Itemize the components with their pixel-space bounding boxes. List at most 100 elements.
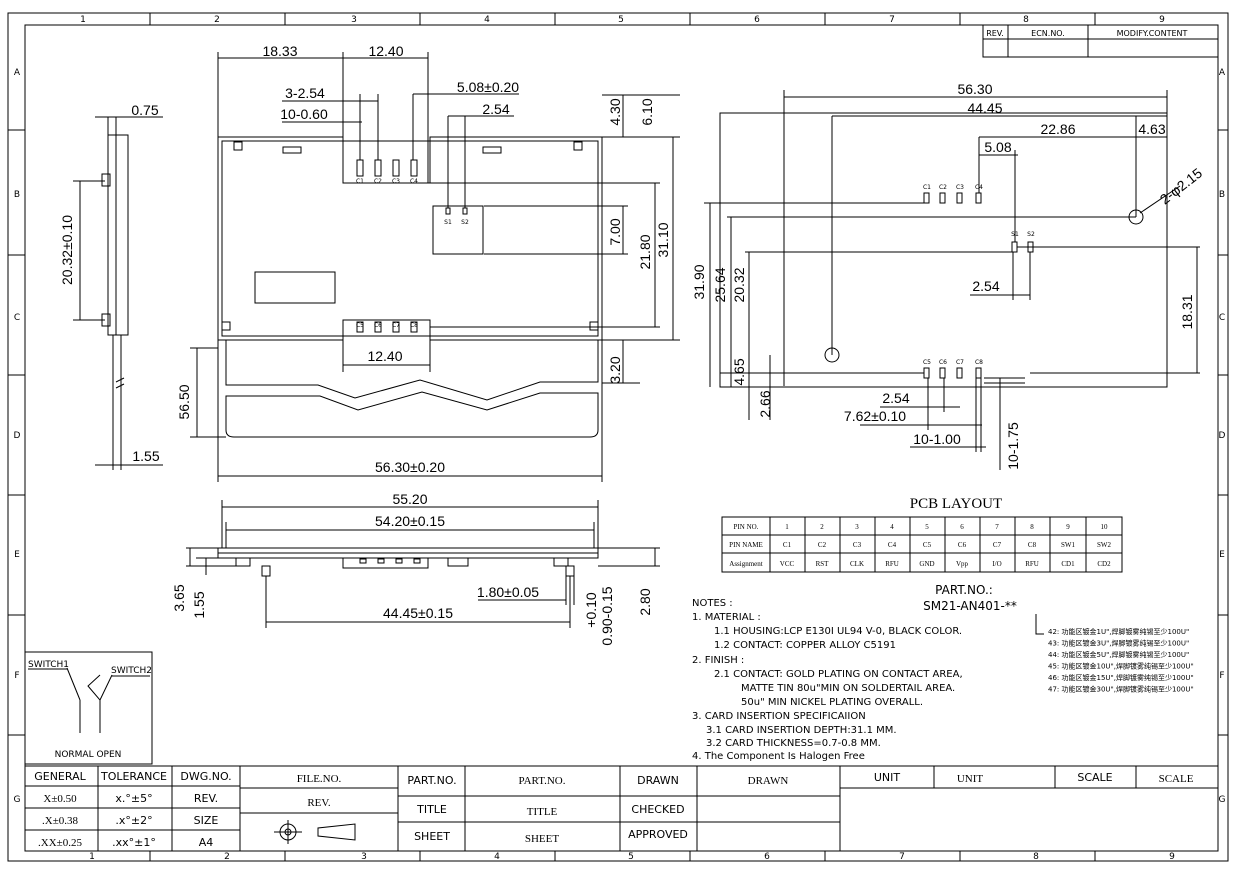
pcb-dim-4-63: 4.63: [1138, 121, 1165, 137]
zone-right-b: B: [1219, 190, 1225, 200]
pcb-dim-10-1-75: 10-1.75: [1005, 422, 1021, 470]
pad-c2: C2: [939, 184, 947, 191]
option-item: 45: 功能区镀金10U",焊脚镀雾纯锡至少100U": [1048, 662, 1194, 671]
note-1-1: 1.1 HOUSING:LCP E130I UL94 V-0, BLACK CO…: [714, 626, 962, 637]
pcb-dim-44-45: 44.45: [967, 100, 1002, 116]
pin-table-cell: C4: [888, 541, 897, 549]
note-3-2: 3.2 CARD THICKNESS=0.7-0.8 MM.: [706, 738, 881, 749]
side-view: [73, 116, 163, 470]
zone-numbers-bottom: 1 2 3 4 5 6 7 8 9: [89, 852, 1175, 862]
tb-size-value: A4: [199, 836, 214, 849]
pcb-dim-4-65: 4.65: [731, 358, 747, 385]
pcb-dim-25-64: 25.64: [712, 267, 728, 302]
pin-table-cell: C6: [958, 541, 967, 549]
zone-top-3: 3: [351, 15, 357, 25]
pin-table-cell: C1: [783, 541, 792, 549]
option-item: 43: 功能区镀金3U",焊脚镀雾纯锡至少100U": [1048, 639, 1189, 648]
tb-rev: REV.: [194, 792, 218, 805]
pin-table-cell: 7: [995, 523, 999, 531]
note-1: 1. MATERIAL :: [692, 612, 761, 623]
pin-c5-top: C5: [356, 322, 364, 329]
pin-table-cell: Vpp: [956, 560, 969, 568]
pin-table-cell: VCC: [780, 560, 795, 568]
pcb-dim-7-62: 7.62±0.10: [844, 408, 906, 424]
zone-bottom-4: 4: [494, 852, 500, 862]
pad-c8: C8: [975, 359, 983, 366]
pcb-dim-2-54-mid: 2.54: [972, 278, 999, 294]
switch-caption: NORMAL OPEN: [55, 750, 122, 760]
tb-part-no-value: PART.NO.: [518, 775, 565, 787]
pad-c7: C7: [956, 359, 964, 366]
tb-unit-label: UNIT: [874, 771, 901, 784]
note-3: 3. CARD INSERTION SPECIFICAIION: [692, 711, 866, 722]
option-item: 42: 功能区镀金1U",焊脚镀雾纯锡至少100U": [1048, 627, 1189, 636]
pin-table-row-label: PIN NO.: [734, 523, 759, 531]
pin-c7-top: C7: [392, 322, 400, 329]
pin-table-cell: C7: [993, 541, 1002, 549]
tb-dwg-no: DWG.NO.: [180, 770, 231, 783]
dim-3-65: 3.65: [171, 584, 187, 611]
pin-table-cell: 4: [890, 523, 894, 531]
pin-table-cell: RFU: [1025, 560, 1039, 568]
zone-left-e: E: [14, 550, 20, 560]
note-2: 2. FINISH :: [692, 655, 744, 666]
pin-table-cell: C8: [1028, 541, 1037, 549]
zone-right-g: G: [1219, 795, 1226, 805]
dim-3-2-54: 3-2.54: [285, 85, 325, 101]
dim-12-40-top: 12.40: [368, 43, 403, 59]
pin-table-row-label: Assignment: [729, 560, 763, 568]
switch2-label: SWITCH2: [111, 666, 152, 676]
pin-c4-top: C4: [410, 178, 418, 185]
dim-3-20: 3.20: [607, 356, 623, 383]
pcb-layout: [704, 90, 1200, 470]
tb-title-value: TITLE: [527, 806, 558, 818]
tb-size: SIZE: [194, 814, 219, 827]
zone-top-2: 2: [214, 15, 220, 25]
note-1-2: 1.2 CONTACT: COPPER ALLOY C5191: [714, 640, 896, 651]
tb-rev-value: REV.: [307, 797, 331, 809]
pcb-hole-label: 2-φ2.15: [1157, 165, 1205, 208]
top-view-labels: 18.33 12.40 3-2.54 10-0.60 5.08±0.20 2.5…: [176, 43, 671, 475]
switch1-label: SWITCH1: [28, 660, 69, 670]
options-list: 42: 功能区镀金1U",焊脚镀雾纯锡至少100U" 43: 功能区镀金3U",焊…: [1048, 627, 1194, 694]
tb-general: GENERAL: [34, 770, 86, 783]
zone-top-9: 9: [1159, 15, 1165, 25]
dim-1-80: 1.80±0.05: [477, 584, 539, 600]
front-view: [186, 500, 660, 628]
pcb-dim-56-30: 56.30: [957, 81, 992, 97]
tb-tol-x2: .XX±0.25: [38, 837, 82, 849]
zone-bottom-6: 6: [764, 852, 770, 862]
zone-bottom-3: 3: [361, 852, 367, 862]
pin-table-cell: C3: [853, 541, 862, 549]
switch-diagram: [24, 651, 153, 765]
side-dim-height: 20.32±0.10: [59, 215, 75, 285]
title-block-lines: [24, 765, 1219, 852]
zone-top-1: 1: [80, 15, 86, 25]
part-number-value: SM21-AN401-**: [923, 599, 1017, 613]
pin-c2-top: C2: [374, 178, 382, 185]
pad-s1: S1: [1011, 231, 1019, 238]
rev-header: REV.: [986, 29, 1004, 38]
inner-border: [24, 24, 1219, 852]
pin-table-cell: 2: [820, 523, 824, 531]
pin-table-cell: I/O: [992, 560, 1001, 568]
zone-letters: A B C D E F G A B C D E F G: [14, 68, 1226, 805]
dim-21-80: 21.80: [637, 234, 653, 269]
pcb-dim-22-86: 22.86: [1040, 121, 1075, 137]
pcb-dim-20-32: 20.32: [731, 267, 747, 302]
pin-table-cell: CD2: [1097, 560, 1111, 568]
pad-c5: C5: [923, 359, 931, 366]
dim-56-30: 56.30±0.20: [375, 459, 445, 475]
pin-table-cell: C2: [818, 541, 827, 549]
note-4: 4. The Component Is Halogen Free: [692, 751, 865, 762]
pin-table-cell: RST: [816, 560, 830, 568]
dim-31-10: 31.10: [655, 222, 671, 257]
note-2-1c: 50u" MIN NICKEL PLATING OVERALL.: [741, 697, 923, 708]
tb-scale-label: SCALE: [1077, 771, 1112, 784]
pin-table-cell: RFU: [885, 560, 899, 568]
zone-bottom-5: 5: [628, 852, 634, 862]
tb-ang-x1: .x°±2°: [115, 814, 152, 827]
tb-tol-x: X±0.50: [43, 793, 77, 805]
pin-table-cell: 8: [1030, 523, 1034, 531]
option-item: 44: 功能区镀金5U",焊脚镀雾纯锡至少100U": [1048, 650, 1189, 659]
